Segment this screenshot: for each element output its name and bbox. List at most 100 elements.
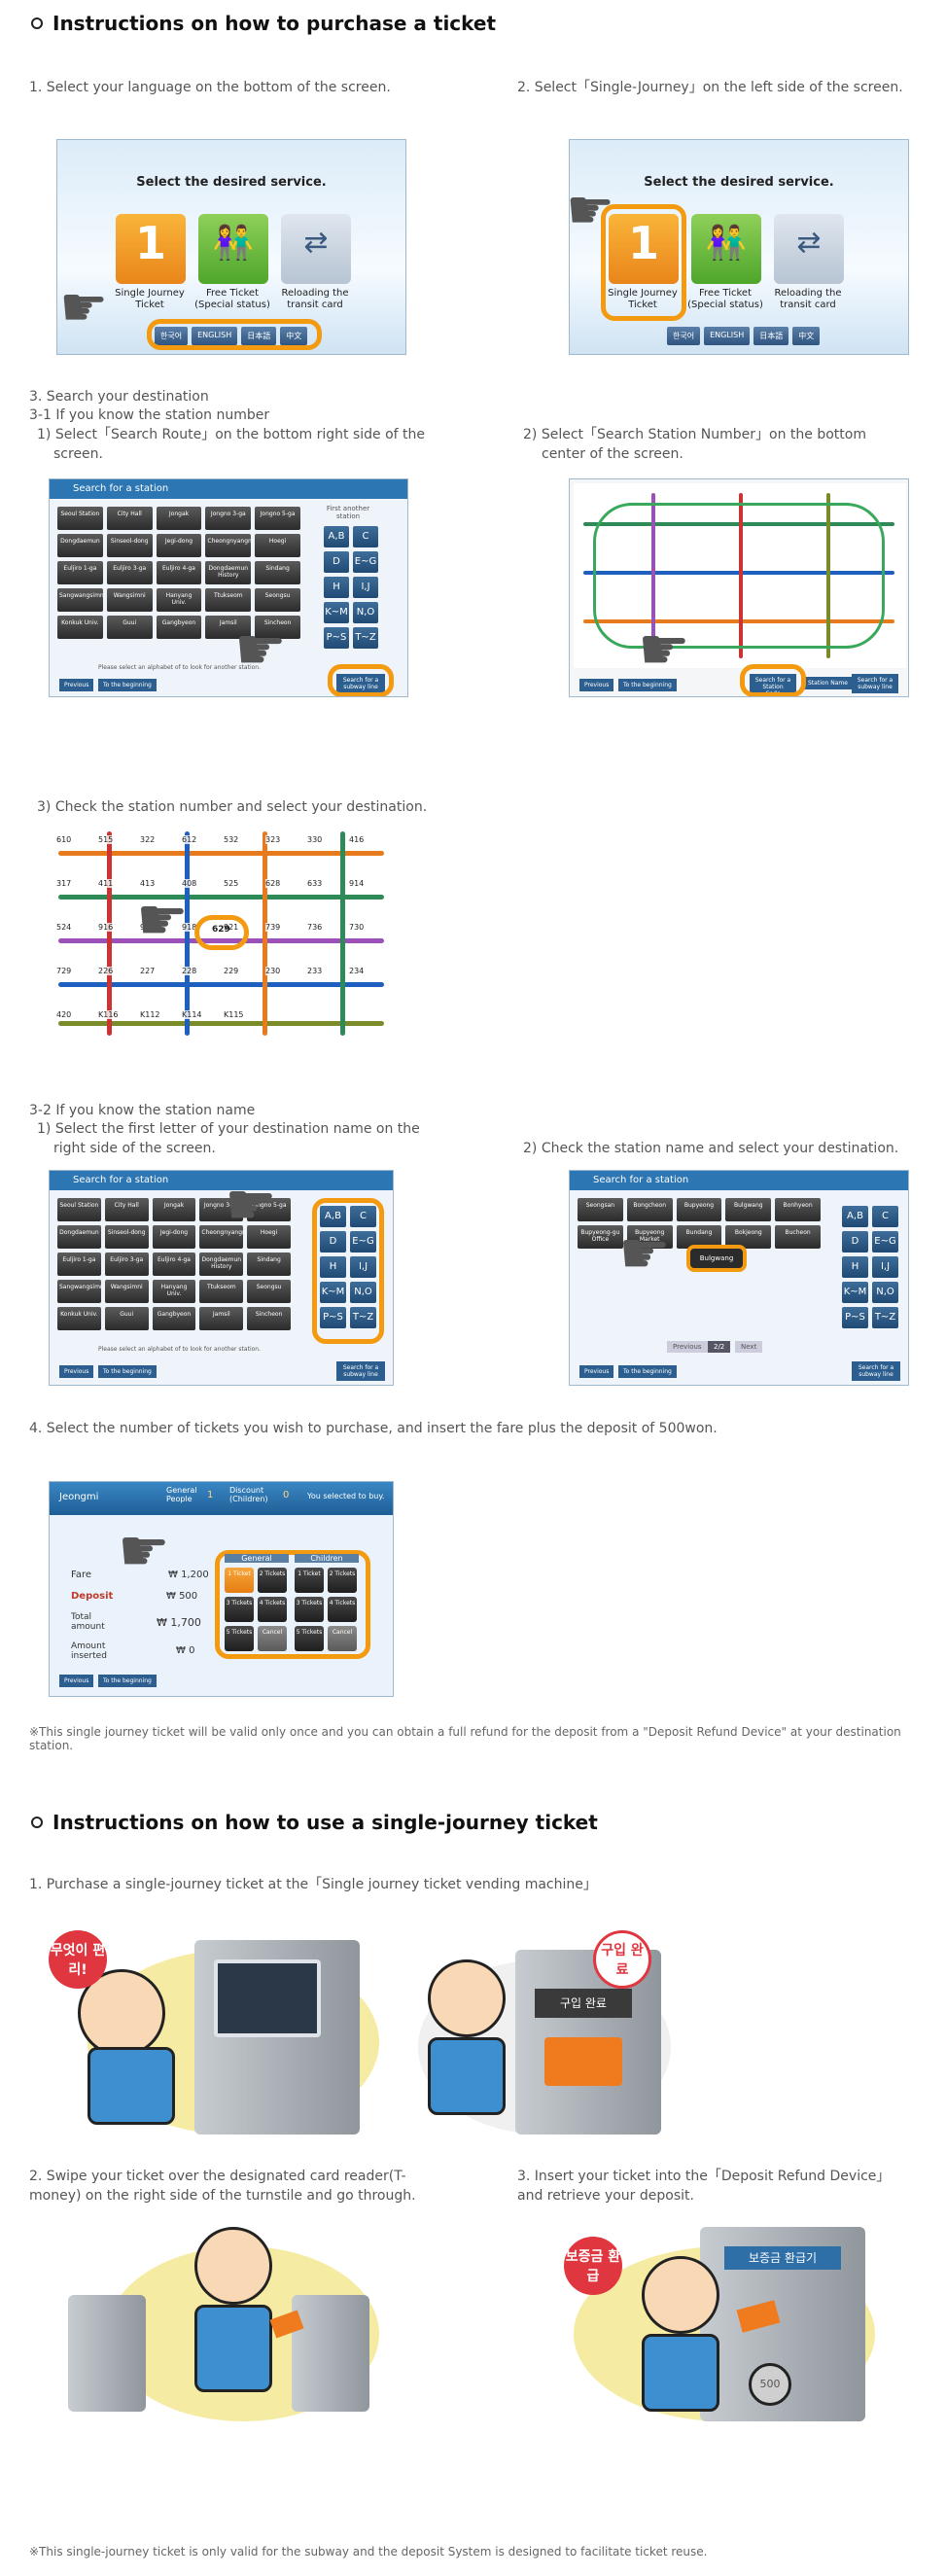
alphabet-button[interactable]: I,J: [353, 577, 378, 598]
station-button[interactable]: Hanyang Univ.: [156, 588, 202, 612]
previous-button[interactable]: Previous: [59, 1365, 94, 1378]
alphabet-button[interactable]: D: [324, 551, 349, 573]
station-button[interactable]: Bupyeong-gu Office: [578, 1225, 623, 1249]
alphabet-button[interactable]: K~M: [842, 1282, 868, 1303]
alphabet-button[interactable]: N,O: [872, 1282, 898, 1303]
beginning-button[interactable]: To the beginning: [98, 679, 157, 691]
station-button[interactable]: Seoul Station: [57, 1198, 101, 1221]
station-button[interactable]: Gangbyeon: [156, 616, 202, 639]
station-button[interactable]: Wangsimni: [104, 1280, 149, 1303]
alphabet-button[interactable]: C: [353, 526, 378, 547]
station-button[interactable]: Ttukseom: [199, 1280, 244, 1303]
alphabet-button[interactable]: E~G: [353, 551, 378, 573]
alphabet-button[interactable]: C: [872, 1206, 898, 1227]
ticket-count-button[interactable]: Cancel: [328, 1626, 357, 1651]
lang-japanese[interactable]: 日本語: [241, 327, 277, 345]
station-button[interactable]: Cheongnyangni: [199, 1225, 244, 1249]
station-button[interactable]: Sangwangsimni: [57, 588, 103, 612]
station-button[interactable]: Sincheon: [247, 1307, 291, 1330]
station-button[interactable]: Sindang: [255, 561, 300, 584]
page-previous[interactable]: Previous: [667, 1341, 708, 1353]
alphabet-button[interactable]: A,B: [320, 1206, 346, 1227]
previous-button[interactable]: Previous: [59, 1675, 94, 1687]
station-button[interactable]: Euljiro 4-ga: [156, 561, 202, 584]
ticket-count-button[interactable]: 4 Tickets: [258, 1597, 287, 1622]
alphabet-button[interactable]: T~Z: [872, 1307, 898, 1328]
station-button[interactable]: Seongsu: [247, 1280, 291, 1303]
previous-button[interactable]: Previous: [579, 679, 614, 691]
station-button[interactable]: Konkuk Univ.: [57, 1307, 101, 1330]
search-subway-button[interactable]: Search for a subway line: [852, 674, 898, 693]
page-next[interactable]: Next: [735, 1341, 763, 1353]
alphabet-button[interactable]: H: [324, 577, 349, 598]
station-button[interactable]: Wangsimni: [106, 588, 153, 612]
station-button[interactable]: City Hall: [106, 507, 153, 530]
ticket-count-button[interactable]: Cancel: [258, 1626, 287, 1651]
ticket-count-button[interactable]: 5 Tickets: [225, 1626, 254, 1651]
station-button[interactable]: Cheongnyangni: [205, 534, 252, 557]
ticket-count-button[interactable]: 1 Ticket: [225, 1568, 254, 1593]
station-button[interactable]: City Hall: [104, 1198, 149, 1221]
station-button[interactable]: Gangbyeon: [152, 1307, 196, 1330]
station-button[interactable]: Bongcheon: [626, 1198, 673, 1221]
station-button[interactable]: Jamsil: [199, 1307, 244, 1330]
selected-station-button[interactable]: Bulgwang: [686, 1245, 747, 1272]
previous-button[interactable]: Previous: [59, 679, 94, 691]
lang-english[interactable]: ENGLISH: [704, 327, 751, 345]
station-button[interactable]: Seongsu: [255, 588, 300, 612]
station-button[interactable]: Seongsan: [578, 1198, 623, 1221]
station-button[interactable]: Dongdaemun: [57, 1225, 101, 1249]
ticket-count-button[interactable]: 1 Ticket: [295, 1568, 324, 1593]
alphabet-button[interactable]: P~S: [324, 627, 349, 649]
beginning-button[interactable]: To the beginning: [618, 1365, 677, 1378]
station-button[interactable]: Euljiro 1-ga: [57, 561, 103, 584]
station-button[interactable]: Hoegi: [255, 534, 300, 557]
alphabet-button[interactable]: N,O: [353, 602, 378, 623]
station-button[interactable]: Euljiro 3-ga: [106, 561, 153, 584]
station-button[interactable]: Jongno 3-ga: [205, 507, 252, 530]
alphabet-button[interactable]: P~S: [320, 1307, 346, 1328]
alphabet-button[interactable]: K~M: [320, 1282, 346, 1303]
alphabet-button[interactable]: E~G: [350, 1231, 376, 1253]
station-button[interactable]: Dongdaemun History: [205, 561, 252, 584]
alphabet-button[interactable]: H: [320, 1256, 346, 1278]
station-button[interactable]: Euljiro 3-ga: [104, 1253, 149, 1276]
station-button[interactable]: Jamsil: [205, 616, 252, 639]
station-button[interactable]: Jongno 5-ga: [247, 1198, 291, 1221]
station-button[interactable]: Sinseol-dong: [106, 534, 153, 557]
alphabet-button[interactable]: E~G: [872, 1231, 898, 1253]
lang-japanese[interactable]: 日本語: [753, 327, 789, 345]
station-button[interactable]: Bupyeong: [676, 1198, 722, 1221]
station-button[interactable]: Bulgwang: [725, 1198, 772, 1221]
station-button[interactable]: Bupyeong Market: [626, 1225, 673, 1249]
station-button[interactable]: Jongno 3-ga: [199, 1198, 244, 1221]
alphabet-button[interactable]: T~Z: [353, 627, 378, 649]
search-subway-button[interactable]: Search for a subway line: [336, 674, 385, 693]
ticket-count-button[interactable]: 5 Tickets: [295, 1626, 324, 1651]
station-button[interactable]: Jongno 5-ga: [255, 507, 300, 530]
ticket-count-button[interactable]: 3 Tickets: [225, 1597, 254, 1622]
station-button[interactable]: Dongdaemun History: [199, 1253, 244, 1276]
beginning-button[interactable]: To the beginning: [618, 679, 677, 691]
alphabet-button[interactable]: K~M: [324, 602, 349, 623]
alphabet-button[interactable]: D: [320, 1231, 346, 1253]
alphabet-button[interactable]: I,J: [350, 1256, 376, 1278]
station-name-button[interactable]: Station Name: [803, 677, 853, 689]
beginning-button[interactable]: To the beginning: [98, 1675, 157, 1687]
alphabet-button[interactable]: C: [350, 1206, 376, 1227]
lang-chinese[interactable]: 中文: [792, 327, 821, 345]
station-button[interactable]: Ttukseom: [205, 588, 252, 612]
alphabet-button[interactable]: H: [842, 1256, 868, 1278]
station-button[interactable]: Sincheon: [255, 616, 300, 639]
station-button[interactable]: Jegi-dong: [152, 1225, 196, 1249]
ticket-count-button[interactable]: 2 Tickets: [258, 1568, 287, 1593]
station-button[interactable]: Hoegi: [247, 1225, 291, 1249]
alphabet-button[interactable]: I,J: [872, 1256, 898, 1278]
station-button[interactable]: Jongak: [152, 1198, 196, 1221]
search-subway-button[interactable]: Search for a subway line: [852, 1361, 900, 1381]
beginning-button[interactable]: To the beginning: [98, 1365, 157, 1378]
alphabet-button[interactable]: N,O: [350, 1282, 376, 1303]
station-button[interactable]: Euljiro 1-ga: [57, 1253, 101, 1276]
station-button[interactable]: Bonhyeon: [775, 1198, 821, 1221]
search-subway-button[interactable]: Search for a subway line: [336, 1361, 385, 1381]
